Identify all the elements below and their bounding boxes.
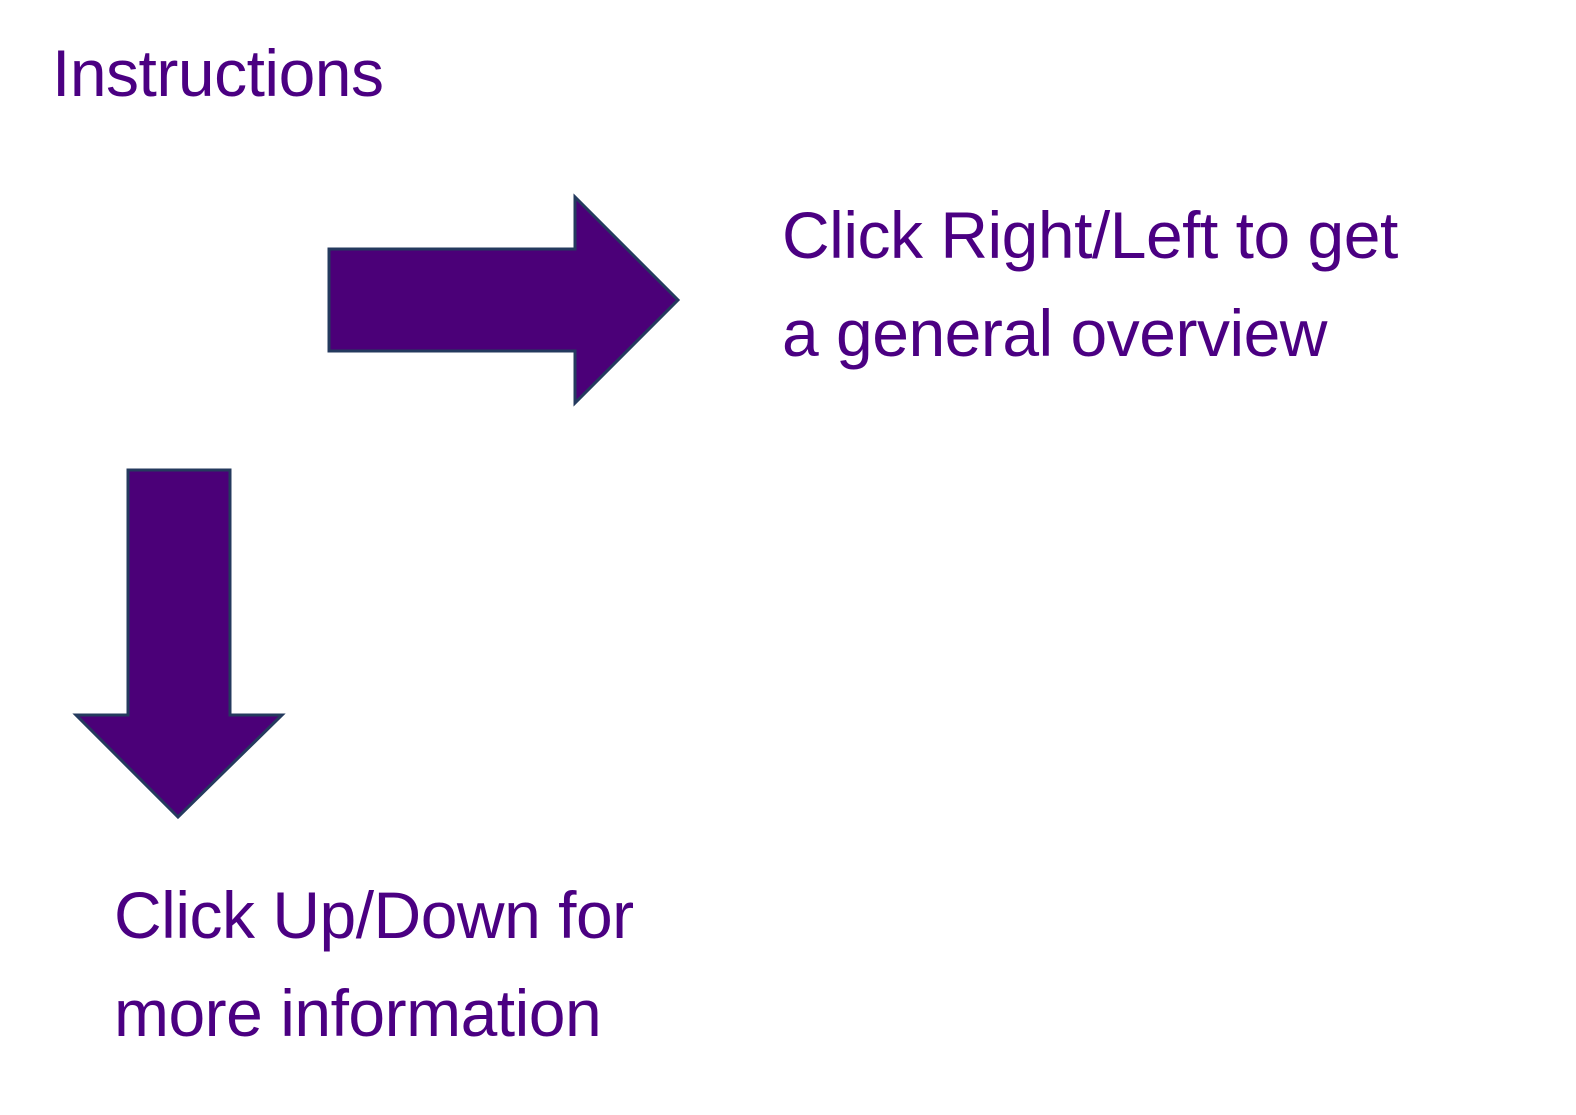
right-left-instruction: Click Right/Left to get a general overvi… — [782, 186, 1398, 382]
right-left-instruction-line-1: Click Right/Left to get — [782, 198, 1398, 272]
up-down-instruction: Click Up/Down for more information — [114, 866, 634, 1062]
arrow-right-icon[interactable] — [327, 193, 681, 407]
right-left-instruction-line-2: a general overview — [782, 296, 1327, 370]
slide-title: Instructions — [52, 36, 384, 110]
up-down-instruction-line-1: Click Up/Down for — [114, 878, 634, 952]
up-down-instruction-line-2: more information — [114, 976, 602, 1050]
arrow-down-icon[interactable] — [72, 468, 286, 820]
